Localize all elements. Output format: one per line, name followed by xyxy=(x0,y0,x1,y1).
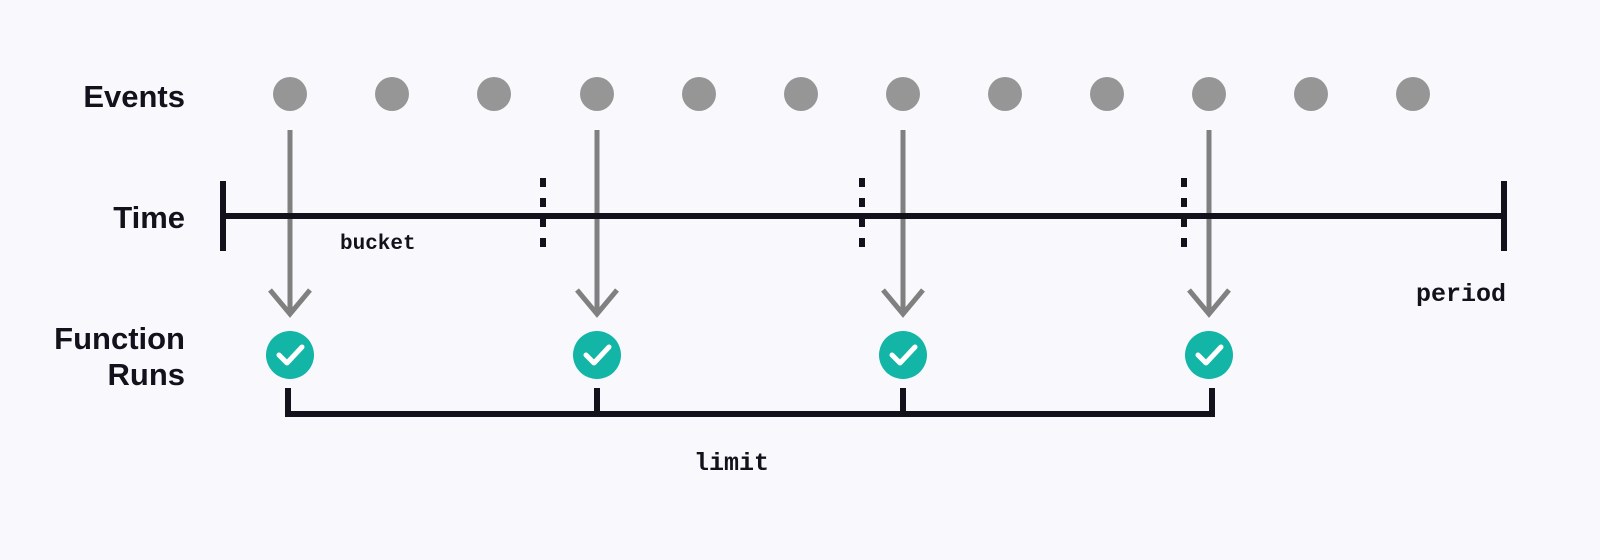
check-icon xyxy=(889,344,918,366)
event-dot xyxy=(784,77,818,111)
event-dots-group xyxy=(273,77,1430,111)
check-icon xyxy=(276,344,305,366)
event-dot xyxy=(1192,77,1226,111)
event-dot xyxy=(477,77,511,111)
time-axis-group xyxy=(220,181,1507,251)
event-to-run-arrows-group xyxy=(268,130,1231,318)
limit-bracket-group xyxy=(285,388,1215,417)
event-dot xyxy=(273,77,307,111)
events-row-label: Events xyxy=(83,79,185,114)
function-run-success-badge xyxy=(879,331,927,379)
function-run-circles-group xyxy=(266,331,1233,379)
check-icon xyxy=(1195,344,1224,366)
event-dot xyxy=(1090,77,1124,111)
event-to-run-arrow xyxy=(881,130,925,318)
period-annotation-label: period xyxy=(1416,280,1506,309)
event-dot xyxy=(886,77,920,111)
event-dot xyxy=(988,77,1022,111)
bucket-divider-group xyxy=(540,178,1187,254)
event-dot xyxy=(1396,77,1430,111)
event-to-run-arrow xyxy=(1187,130,1231,318)
bucket-annotation-label: bucket xyxy=(340,233,416,256)
function-runs-row-label-line1: Function xyxy=(54,321,185,356)
check-icon xyxy=(583,344,612,366)
event-dot xyxy=(682,77,716,111)
event-dot xyxy=(375,77,409,111)
time-row-label: Time xyxy=(113,200,185,235)
function-run-success-badge xyxy=(573,331,621,379)
event-to-run-arrow xyxy=(575,130,619,318)
event-to-run-arrow xyxy=(268,130,312,318)
function-run-success-badge xyxy=(266,331,314,379)
function-run-success-badge xyxy=(1185,331,1233,379)
function-runs-row-label-line2: Runs xyxy=(108,357,186,392)
event-dot xyxy=(580,77,614,111)
event-dot xyxy=(1294,77,1328,111)
limit-annotation-label: limit xyxy=(694,449,769,478)
